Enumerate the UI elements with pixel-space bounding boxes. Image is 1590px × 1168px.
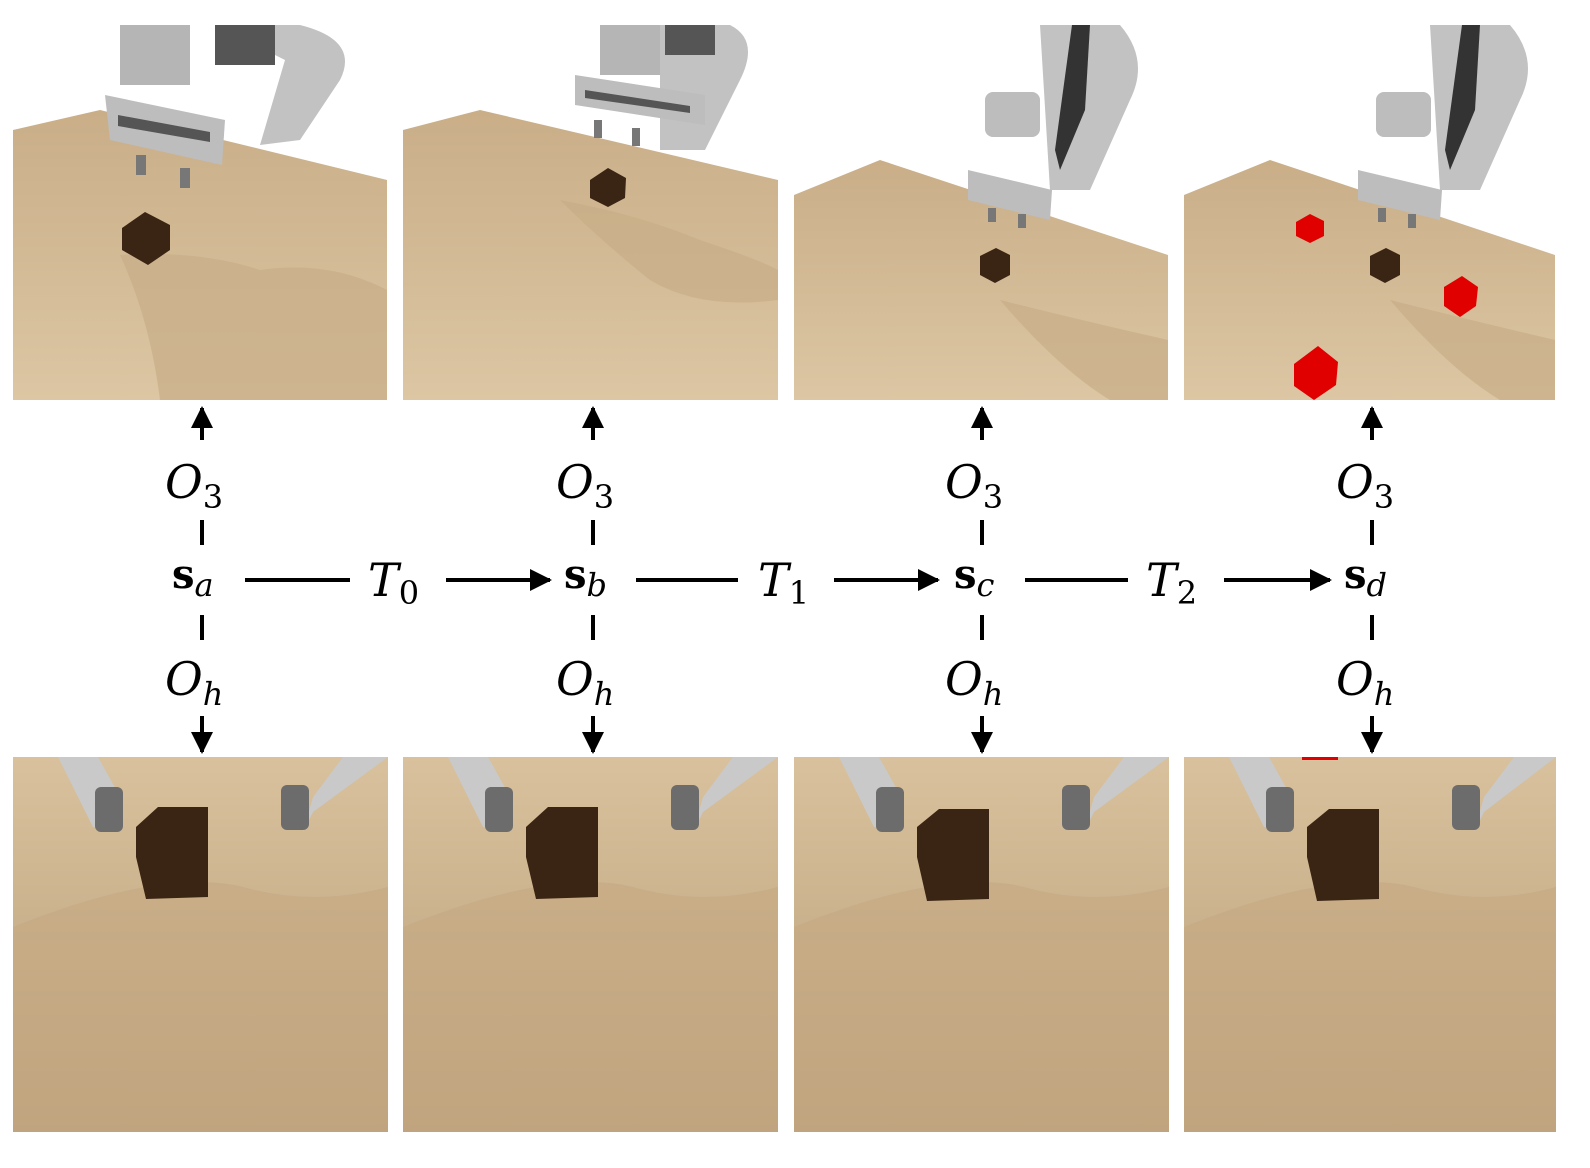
hand-camera-images xyxy=(13,757,1556,1132)
hand-camera-image-c xyxy=(794,757,1169,1132)
transition-label-2: T2 xyxy=(1146,553,1197,612)
brown-cube xyxy=(980,248,1010,283)
obs-top-label-b: O3 xyxy=(556,455,614,516)
hand-camera-image-b xyxy=(403,757,778,1132)
obs-hand-label-a: Oh xyxy=(165,652,223,713)
connectors xyxy=(191,406,1383,754)
robot-arm xyxy=(968,25,1138,228)
brown-cube xyxy=(122,212,170,265)
red-cube xyxy=(1294,346,1338,400)
obs-hand-label-c: Oh xyxy=(945,652,1003,713)
obs-top-label-d: O3 xyxy=(1336,455,1394,516)
hand-camera-image-a xyxy=(13,757,388,1132)
labels: O3 O3 O3 O3 Oh Oh Oh Oh sa sb sc sd T0 T… xyxy=(165,455,1394,713)
state-label-d: sd xyxy=(1344,551,1387,604)
obs-top-label-a: O3 xyxy=(165,455,223,516)
brown-cube xyxy=(1370,248,1400,283)
state-label-a: sa xyxy=(172,551,214,604)
state-label-c: sc xyxy=(954,551,995,604)
robot-arm xyxy=(105,25,345,188)
robot-arm xyxy=(575,25,748,150)
obs-hand-label-b: Oh xyxy=(556,652,614,713)
top-camera-image-c xyxy=(794,25,1168,400)
top-camera-image-a xyxy=(13,25,387,400)
brown-cube xyxy=(917,809,989,901)
top-camera-image-d xyxy=(1184,25,1555,400)
brown-cube xyxy=(1307,809,1379,901)
red-cube xyxy=(1296,214,1324,243)
transition-label-1: T1 xyxy=(758,553,809,612)
red-cube xyxy=(1444,276,1478,317)
robot-arm xyxy=(1358,25,1528,228)
state-label-b: sb xyxy=(564,551,607,604)
brown-cube xyxy=(526,807,598,899)
hand-camera-image-d xyxy=(1184,757,1556,1132)
transition-label-0: T0 xyxy=(368,553,419,612)
top-camera-image-b xyxy=(403,25,778,400)
brown-cube xyxy=(136,807,208,899)
brown-cube xyxy=(590,168,626,207)
obs-hand-label-d: Oh xyxy=(1336,652,1394,713)
obs-top-label-c: O3 xyxy=(945,455,1003,516)
